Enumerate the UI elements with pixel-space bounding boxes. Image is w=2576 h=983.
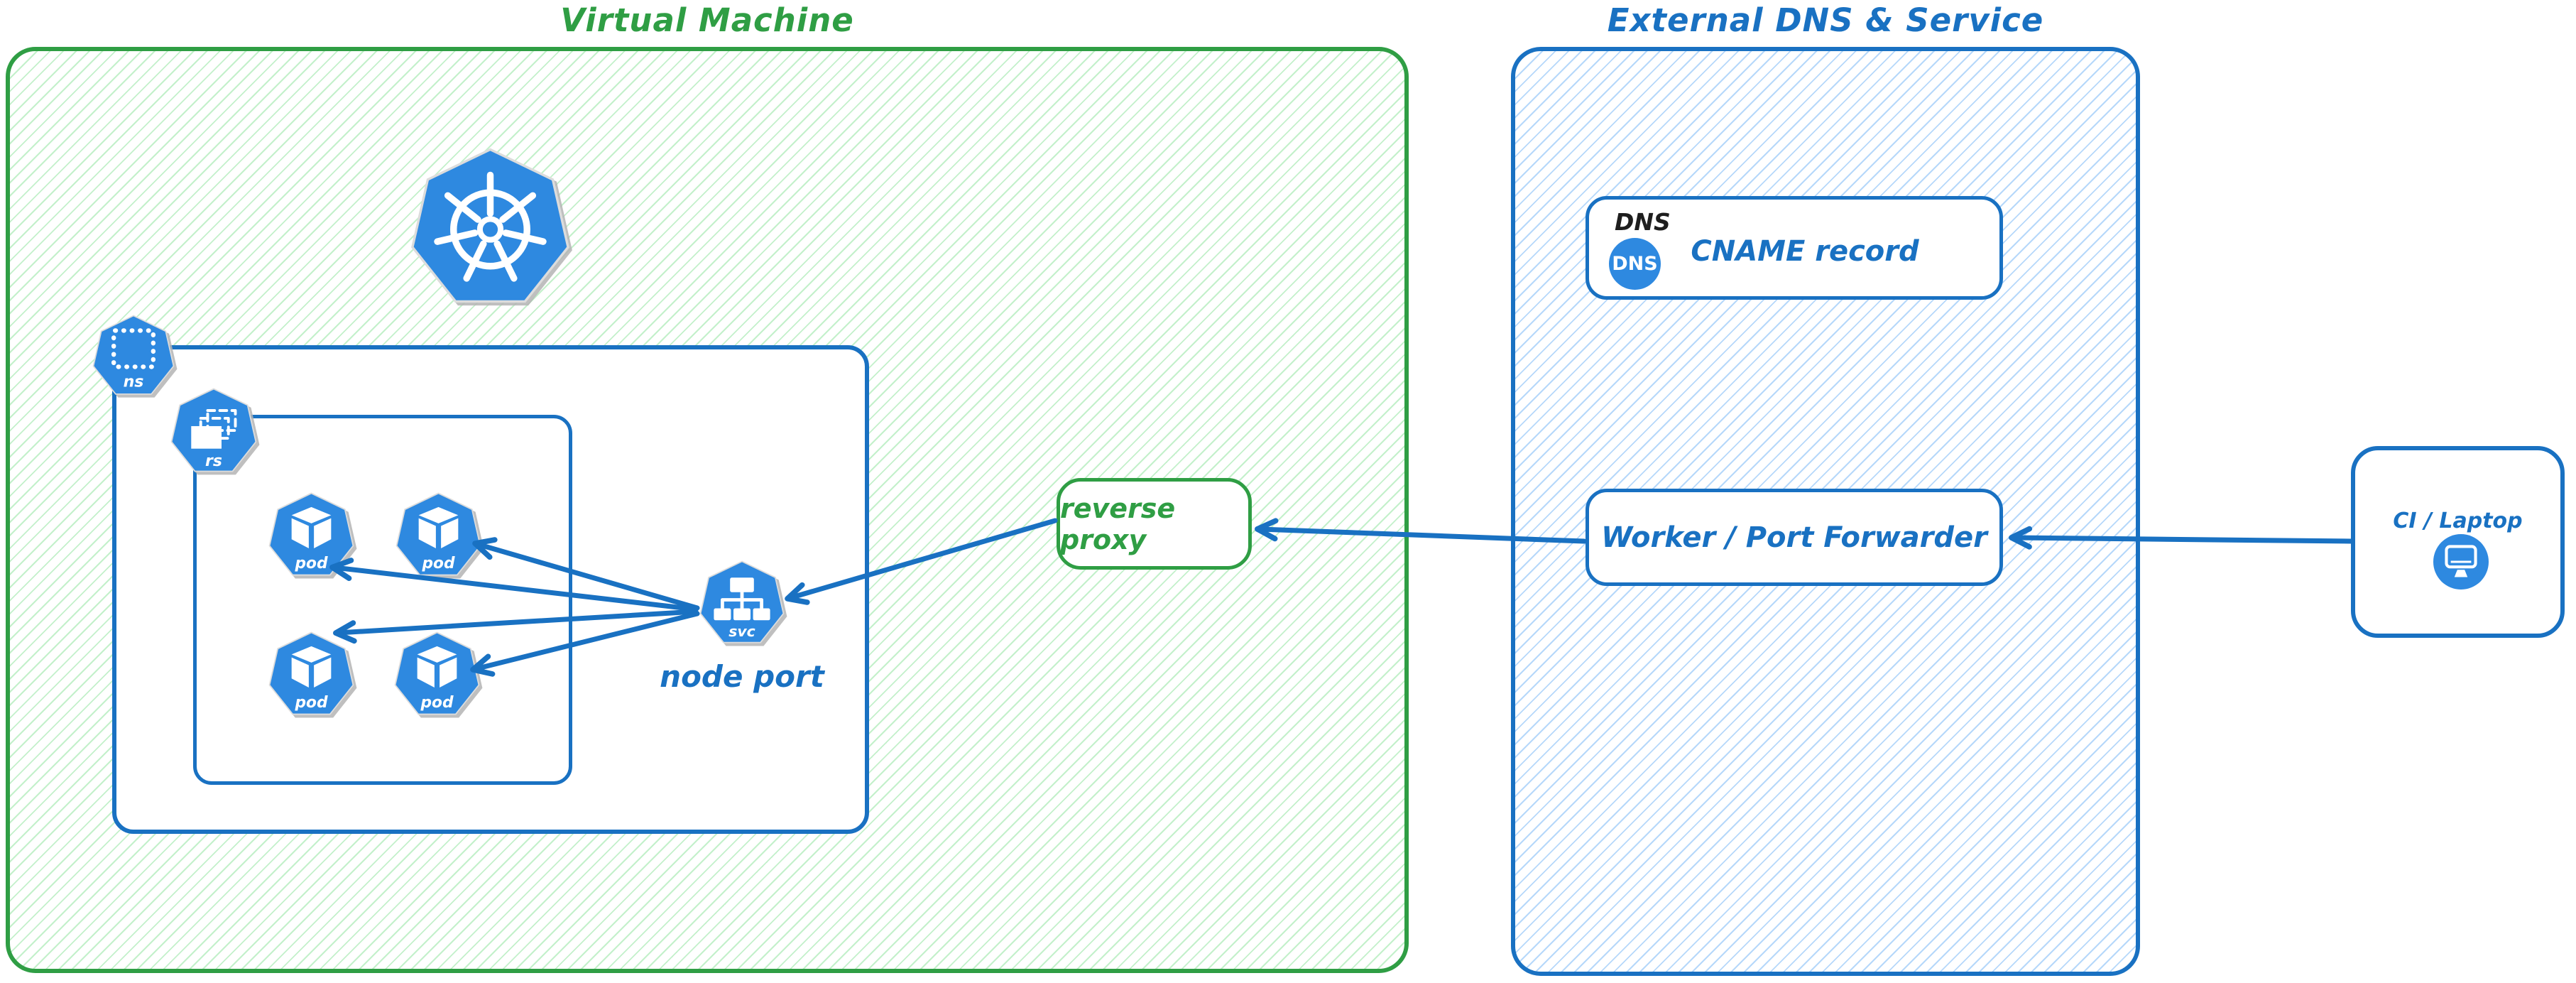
cube-glyph: [417, 646, 457, 688]
worker-port-forwarder-box: Worker / Port Forwarder: [1586, 489, 2003, 586]
pod-icon: pod: [395, 492, 481, 576]
ci-laptop-label: CI / Laptop: [2393, 509, 2523, 533]
external-dns-title: External DNS & Service: [1607, 1, 2044, 39]
reverse-proxy-label: reverse proxy: [1060, 492, 1176, 555]
service-icon: svc: [699, 560, 785, 643]
helm-spokes: [434, 171, 547, 282]
node-port-label: node port: [660, 659, 824, 694]
svg-text:pod: pod: [421, 555, 455, 572]
service-tree-glyph: [714, 577, 770, 621]
cname-record-label: CNAME record: [1691, 235, 1919, 268]
replicaset-icon: rs: [170, 388, 257, 472]
namespace-icon: ns: [92, 315, 175, 395]
svg-text:rs: rs: [205, 452, 222, 470]
cube-glyph: [291, 646, 332, 688]
dns-badge-icon: DNS: [1609, 238, 1661, 290]
virtual-machine-title: Virtual Machine: [560, 1, 854, 39]
dotted-square-glyph: [111, 328, 156, 369]
cube-glyph: [418, 506, 459, 548]
replica-rects-glyph: [191, 409, 237, 449]
svg-text:ns: ns: [124, 373, 144, 391]
cube-glyph: [291, 506, 332, 548]
pod-icon: pod: [394, 631, 480, 715]
svg-text:pod: pod: [294, 555, 328, 572]
monitor-icon: [2433, 534, 2489, 590]
pod-icon: pod: [268, 492, 354, 576]
worker-port-forwarder-label: Worker / Port Forwarder: [1601, 521, 1987, 554]
svg-text:pod: pod: [420, 694, 454, 712]
dns-header-label: DNS: [1615, 208, 1671, 236]
pod-icon: pod: [268, 631, 354, 715]
svg-text:pod: pod: [294, 694, 328, 712]
ci-laptop-box: CI / Laptop: [2351, 446, 2565, 638]
svg-text:svc: svc: [728, 623, 755, 640]
dns-record-box: DNS DNS CNAME record: [1586, 196, 2003, 300]
kubernetes-logo-icon: [411, 148, 569, 303]
helm-hub: [476, 216, 504, 243]
reverse-proxy-box: reverse proxy: [1057, 478, 1252, 570]
